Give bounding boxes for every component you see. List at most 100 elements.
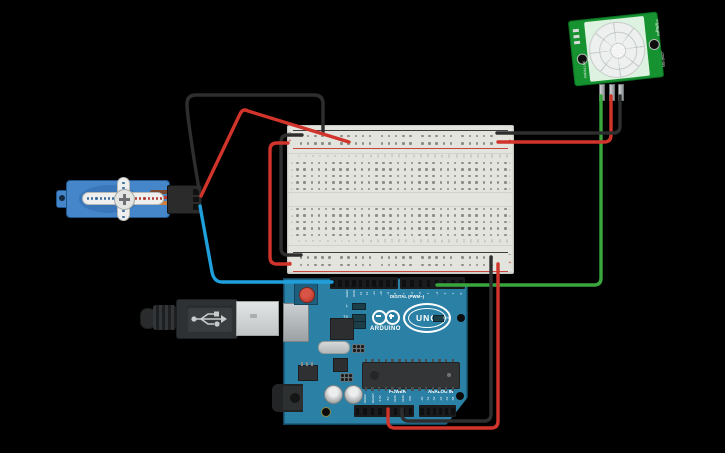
rail-hole[interactable] xyxy=(421,263,424,267)
breadboard-hole[interactable] xyxy=(382,187,385,191)
breadboard-hole[interactable] xyxy=(346,161,349,165)
breadboard-hole[interactable] xyxy=(439,227,443,230)
breadboard-hole[interactable] xyxy=(382,214,385,217)
rail-hole[interactable] xyxy=(340,263,343,267)
rail-hole[interactable] xyxy=(442,256,446,259)
rail-hole[interactable] xyxy=(461,134,464,138)
rail-hole[interactable] xyxy=(368,256,372,259)
servo-connector[interactable] xyxy=(167,185,202,214)
breadboard-hole[interactable] xyxy=(446,207,450,211)
breadboard-hole[interactable] xyxy=(353,181,357,184)
breadboard-hole[interactable] xyxy=(310,181,314,184)
breadboard-hole[interactable] xyxy=(446,220,450,224)
breadboard-hole[interactable] xyxy=(453,168,457,171)
breadboard-hole[interactable] xyxy=(453,227,457,230)
breadboard-hole[interactable] xyxy=(489,207,493,211)
breadboard-hole[interactable] xyxy=(403,214,407,217)
breadboard-hole[interactable] xyxy=(346,233,349,237)
rail-hole[interactable] xyxy=(461,142,464,145)
breadboard-hole[interactable] xyxy=(425,233,428,237)
breadboard-hole[interactable] xyxy=(468,161,471,165)
breadboard-hole[interactable] xyxy=(375,233,378,237)
breadboard-hole[interactable] xyxy=(475,214,478,217)
breadboard-hole[interactable] xyxy=(403,161,407,165)
breadboard-hole[interactable] xyxy=(346,187,349,191)
breadboard-hole[interactable] xyxy=(339,220,342,224)
breadboard-hole[interactable] xyxy=(382,181,385,184)
breadboard-hole[interactable] xyxy=(339,174,342,178)
breadboard-hole[interactable] xyxy=(332,233,335,237)
rail-hole[interactable] xyxy=(482,142,486,145)
breadboard-hole[interactable] xyxy=(360,168,364,171)
breadboard-hole[interactable] xyxy=(418,181,421,184)
breadboard-hole[interactable] xyxy=(296,207,299,211)
usb-cable[interactable] xyxy=(140,299,280,339)
breadboard-hole[interactable] xyxy=(496,187,500,191)
breadboard-hole[interactable] xyxy=(396,220,400,224)
breadboard-hole[interactable] xyxy=(396,214,400,217)
breadboard-hole[interactable] xyxy=(332,181,335,184)
breadboard-hole[interactable] xyxy=(317,181,321,184)
breadboard-hole[interactable] xyxy=(432,181,435,184)
breadboard-hole[interactable] xyxy=(382,168,385,171)
breadboard-hole[interactable] xyxy=(324,227,328,230)
breadboard-hole[interactable] xyxy=(504,161,507,165)
breadboard-hole[interactable] xyxy=(296,174,299,178)
breadboard-hole[interactable] xyxy=(432,174,435,178)
rail-hole[interactable] xyxy=(380,256,384,259)
breadboard-hole[interactable] xyxy=(504,181,507,184)
breadboard-hole[interactable] xyxy=(489,233,493,237)
breadboard-hole[interactable] xyxy=(410,161,414,165)
rail-hole[interactable] xyxy=(299,256,303,259)
rail-hole[interactable] xyxy=(368,263,372,267)
breadboard-hole[interactable] xyxy=(353,207,357,211)
breadboard-hole[interactable] xyxy=(461,187,464,191)
breadboard-hole[interactable] xyxy=(496,227,500,230)
rail-hole[interactable] xyxy=(361,256,365,259)
breadboard-hole[interactable] xyxy=(332,187,335,191)
breadboard-hole[interactable] xyxy=(346,181,349,184)
rail-hole[interactable] xyxy=(435,256,438,259)
breadboard-hole[interactable] xyxy=(461,220,464,224)
breadboard-hole[interactable] xyxy=(324,181,328,184)
breadboard-hole[interactable] xyxy=(396,161,400,165)
rail-hole[interactable] xyxy=(402,256,405,259)
breadboard-hole[interactable] xyxy=(389,214,392,217)
breadboard-hole[interactable] xyxy=(496,161,500,165)
breadboard-hole[interactable] xyxy=(310,168,314,171)
breadboard-hole[interactable] xyxy=(461,214,464,217)
breadboard-hole[interactable] xyxy=(310,227,314,230)
rail-hole[interactable] xyxy=(321,256,324,259)
breadboard-hole[interactable] xyxy=(482,161,486,165)
rail-hole[interactable] xyxy=(314,263,317,267)
breadboard-hole[interactable] xyxy=(353,161,357,165)
rail-hole[interactable] xyxy=(394,142,398,145)
breadboard-hole[interactable] xyxy=(496,181,500,184)
rail-hole[interactable] xyxy=(482,134,486,138)
breadboard-hole[interactable] xyxy=(489,214,493,217)
breadboard-hole[interactable] xyxy=(367,168,371,171)
breadboard-hole[interactable] xyxy=(489,187,493,191)
rail-hole[interactable] xyxy=(361,142,365,145)
rail-hole[interactable] xyxy=(380,263,384,267)
rail-hole[interactable] xyxy=(321,263,324,267)
breadboard-hole[interactable] xyxy=(346,220,349,224)
breadboard-hole[interactable] xyxy=(410,214,414,217)
breadboard-hole[interactable] xyxy=(396,168,400,171)
breadboard-hole[interactable] xyxy=(382,174,385,178)
breadboard-hole[interactable] xyxy=(461,227,464,230)
rail-hole[interactable] xyxy=(354,263,358,267)
breadboard-hole[interactable] xyxy=(310,161,314,165)
breadboard-hole[interactable] xyxy=(446,174,450,178)
breadboard-hole[interactable] xyxy=(461,168,464,171)
rail-hole[interactable] xyxy=(490,142,493,145)
breadboard-hole[interactable] xyxy=(303,207,306,211)
breadboard-hole[interactable] xyxy=(339,181,342,184)
rail-hole[interactable] xyxy=(394,134,398,138)
breadboard-hole[interactable] xyxy=(439,161,443,165)
breadboard-hole[interactable] xyxy=(453,161,457,165)
breadboard-hole[interactable] xyxy=(317,233,321,237)
rail-hole[interactable] xyxy=(409,134,412,138)
breadboard-hole[interactable] xyxy=(475,168,478,171)
breadboard-hole[interactable] xyxy=(382,227,385,230)
